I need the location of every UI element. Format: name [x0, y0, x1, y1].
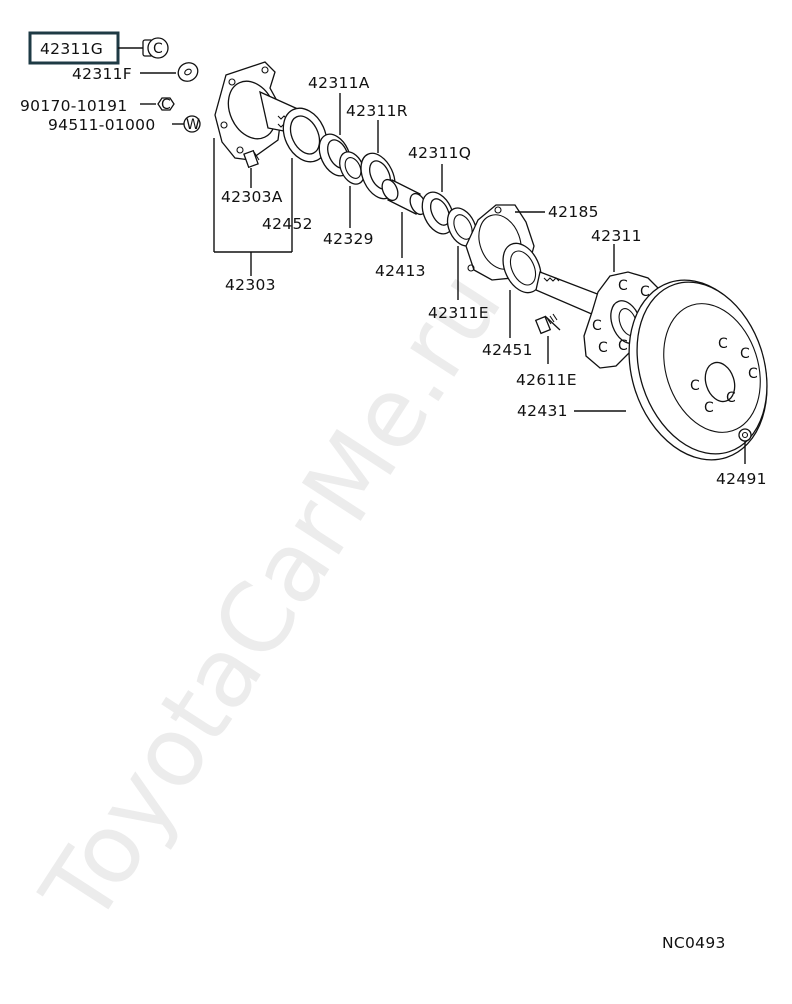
- label-42311A[interactable]: 42311A: [308, 74, 370, 92]
- svg-text:C: C: [161, 97, 171, 113]
- bearing-42311Q[interactable]: [416, 187, 460, 239]
- hub-bolt-icon[interactable]: [243, 149, 260, 169]
- label-42451[interactable]: 42451: [482, 341, 533, 359]
- lock-nut-icon[interactable]: C: [142, 37, 169, 59]
- label-42303[interactable]: 42303: [225, 276, 276, 294]
- washer-icon[interactable]: [175, 59, 201, 85]
- spacer-ring-42329[interactable]: [335, 148, 369, 188]
- plug-42491[interactable]: [738, 428, 752, 442]
- label-42185[interactable]: 42185: [548, 203, 599, 221]
- hub-bolt-42611E[interactable]: [534, 313, 561, 335]
- svg-text:C: C: [748, 366, 758, 382]
- svg-text:C: C: [618, 278, 628, 294]
- label-42311R[interactable]: 42311R: [346, 102, 408, 120]
- label-42311F[interactable]: 42311F: [72, 65, 132, 83]
- label-42311Q[interactable]: 42311Q: [408, 144, 471, 162]
- watermark-text: ToyotaCarMe.ru: [20, 252, 524, 944]
- label-42611E[interactable]: 42611E: [516, 371, 577, 389]
- label-42431[interactable]: 42431: [517, 402, 568, 420]
- svg-text:C: C: [718, 336, 728, 352]
- label-94511-01000[interactable]: 94511-01000: [48, 116, 156, 134]
- svg-text:C: C: [153, 41, 163, 57]
- label-90170-10191[interactable]: 90170-10191: [20, 97, 128, 115]
- axle-housing-flange[interactable]: [214, 61, 306, 161]
- oil-seal-42452[interactable]: [275, 101, 335, 169]
- label-42413[interactable]: 42413: [375, 262, 426, 280]
- svg-text:W: W: [186, 117, 200, 133]
- brake-disc-42431[interactable]: C C C C C C: [607, 262, 789, 478]
- diagram-code: NC0493: [662, 934, 726, 952]
- label-42491[interactable]: 42491: [716, 470, 767, 488]
- spacer-sleeve-42413[interactable]: [379, 177, 429, 217]
- svg-text:C: C: [640, 284, 650, 300]
- svg-text:C: C: [726, 390, 736, 406]
- label-42329[interactable]: 42329: [323, 230, 374, 248]
- hex-nut-icon[interactable]: C: [157, 97, 175, 113]
- svg-text:C: C: [690, 378, 700, 394]
- svg-text:C: C: [598, 340, 608, 356]
- lock-washer-icon[interactable]: W: [183, 115, 201, 133]
- label-42311E[interactable]: 42311E: [428, 304, 489, 322]
- svg-text:C: C: [704, 400, 714, 416]
- svg-text:C: C: [740, 346, 750, 362]
- watermark: ToyotaCarMe.ru: [20, 252, 524, 944]
- seal-ring-42451[interactable]: [496, 237, 549, 298]
- label-42303A[interactable]: 42303A: [221, 188, 283, 206]
- svg-text:C: C: [592, 318, 602, 334]
- label-42311G[interactable]: 42311G: [40, 40, 103, 58]
- label-42452[interactable]: 42452: [262, 215, 313, 233]
- svg-text:C: C: [618, 338, 628, 354]
- label-42311[interactable]: 42311: [591, 227, 642, 245]
